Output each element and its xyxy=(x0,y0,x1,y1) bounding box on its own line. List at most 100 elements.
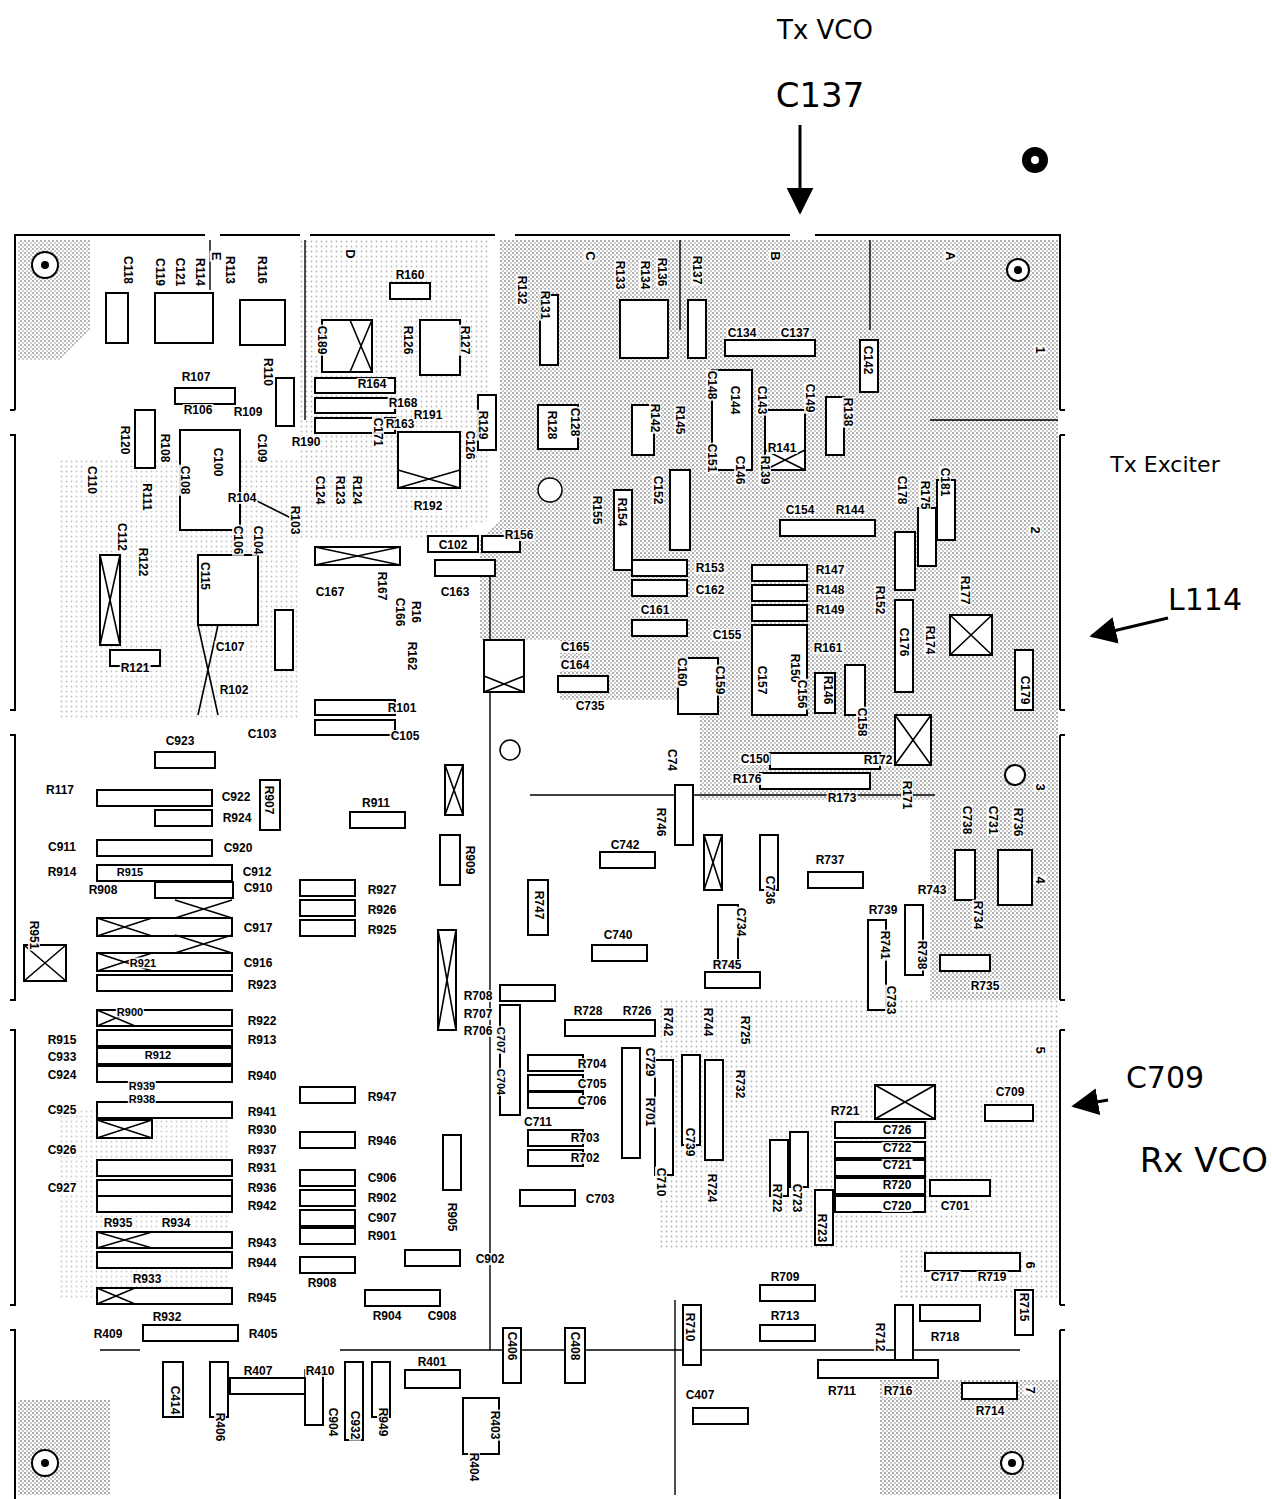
part-label: R726 xyxy=(622,1005,653,1017)
part-label: R914 xyxy=(47,866,78,878)
part-label: R160 xyxy=(395,269,426,281)
part-label: C922 xyxy=(221,791,252,803)
part-label: R148 xyxy=(815,584,846,596)
part-label: C720 xyxy=(882,1200,913,1212)
annotation-text: C137 xyxy=(775,78,866,112)
part-label: R907 xyxy=(263,785,275,816)
part-label: C167 xyxy=(315,586,346,598)
part-label: C102 xyxy=(438,539,469,551)
part-label: R116 xyxy=(256,255,268,285)
part-label: C161 xyxy=(640,604,671,616)
part-label: C907 xyxy=(367,1212,398,1224)
part-label: R134 xyxy=(639,260,651,291)
part-label: C115 xyxy=(199,561,211,591)
part-label: R945 xyxy=(247,1292,278,1304)
part-label: C142 xyxy=(862,345,874,376)
part-label: R174 xyxy=(924,625,936,656)
part-label: C731 xyxy=(987,805,999,836)
annotation-arrow xyxy=(800,125,1168,1106)
part-label: R946 xyxy=(367,1135,398,1147)
part-label: R113 xyxy=(224,255,236,285)
part-label: R938 xyxy=(128,1094,156,1105)
part-label: C181 xyxy=(939,467,951,498)
part-label: R108 xyxy=(159,433,171,464)
grid-marker: 1 xyxy=(1034,345,1047,354)
part-label: R708 xyxy=(463,990,494,1002)
part-label: C74 xyxy=(666,748,678,772)
part-label: R127 xyxy=(459,325,471,356)
part-label: R404 xyxy=(468,1452,480,1483)
part-label: C920 xyxy=(223,842,254,854)
part-label: R701 xyxy=(644,1097,656,1128)
part-label: R109 xyxy=(233,406,264,418)
part-label: C144 xyxy=(729,385,741,416)
part-label: R410 xyxy=(305,1365,336,1377)
part-label: R190 xyxy=(291,436,322,448)
part-label: R162 xyxy=(406,641,418,672)
part-label: C162 xyxy=(695,584,726,596)
part-label: R909 xyxy=(464,845,476,876)
part-label: R942 xyxy=(247,1200,278,1212)
part-label: C927 xyxy=(47,1182,78,1194)
part-label: C932 xyxy=(349,1410,361,1441)
part-label: R947 xyxy=(367,1091,398,1103)
part-label: C146 xyxy=(734,455,746,486)
part-label: R900 xyxy=(116,1007,144,1018)
part-label: R407 xyxy=(243,1365,274,1377)
part-label: R745 xyxy=(712,959,743,971)
part-label: R732 xyxy=(734,1069,746,1100)
part-label: R171 xyxy=(901,780,913,811)
part-label: R718 xyxy=(930,1331,961,1343)
part-label: C406 xyxy=(506,1331,518,1362)
grid-marker: E xyxy=(210,251,223,262)
part-label: R908 xyxy=(307,1277,338,1289)
part-label: C917 xyxy=(243,922,274,934)
part-label: R136 xyxy=(656,257,668,288)
part-label: R738 xyxy=(916,940,928,971)
part-label: R122 xyxy=(137,547,149,578)
part-label: C902 xyxy=(475,1253,506,1265)
part-label: R913 xyxy=(247,1034,278,1046)
part-label: C189 xyxy=(316,325,328,356)
part-label: C158 xyxy=(856,707,868,738)
part-label: C112 xyxy=(116,522,128,552)
part-label: C906 xyxy=(367,1172,398,1184)
part-label: C100 xyxy=(212,447,224,478)
part-label: C149 xyxy=(804,383,816,414)
part-label: C701 xyxy=(940,1200,971,1212)
part-label: R168 xyxy=(388,397,419,409)
grid-marker: 3 xyxy=(1034,782,1047,791)
part-label: C126 xyxy=(464,430,476,461)
part-label: R902 xyxy=(367,1192,398,1204)
part-label: R734 xyxy=(972,900,984,931)
part-label: R153 xyxy=(695,562,726,574)
part-label: C733 xyxy=(885,985,897,1016)
part-label: C128 xyxy=(569,407,581,438)
part-label: R721 xyxy=(830,1105,861,1117)
part-label: R141 xyxy=(767,442,798,454)
part-label: C925 xyxy=(47,1104,78,1116)
part-label: R924 xyxy=(222,812,253,824)
part-label: C163 xyxy=(440,586,471,598)
part-label: R747 xyxy=(533,890,545,921)
grid-marker: 7 xyxy=(1024,1385,1037,1394)
part-label: C710 xyxy=(655,1167,667,1198)
part-label: C109 xyxy=(256,433,268,464)
part-label: C159 xyxy=(714,665,726,696)
part-label: C707 xyxy=(495,1026,506,1054)
part-label: R126 xyxy=(402,325,414,356)
part-label: R922 xyxy=(247,1015,278,1027)
section-divider xyxy=(100,240,1058,1495)
part-label: R933 xyxy=(132,1273,163,1285)
part-label: R133 xyxy=(614,260,626,291)
part-label: C150 xyxy=(740,753,771,765)
part-label: R713 xyxy=(770,1310,801,1322)
part-label: R139 xyxy=(759,455,771,486)
part-label: R702 xyxy=(570,1152,601,1164)
part-label: R934 xyxy=(161,1217,192,1229)
part-label: R161 xyxy=(813,642,844,654)
part-label: C923 xyxy=(165,735,196,747)
part-label: C933 xyxy=(47,1051,78,1063)
part-label: C723 xyxy=(791,1183,803,1214)
grid-marker: 4 xyxy=(1034,875,1047,884)
